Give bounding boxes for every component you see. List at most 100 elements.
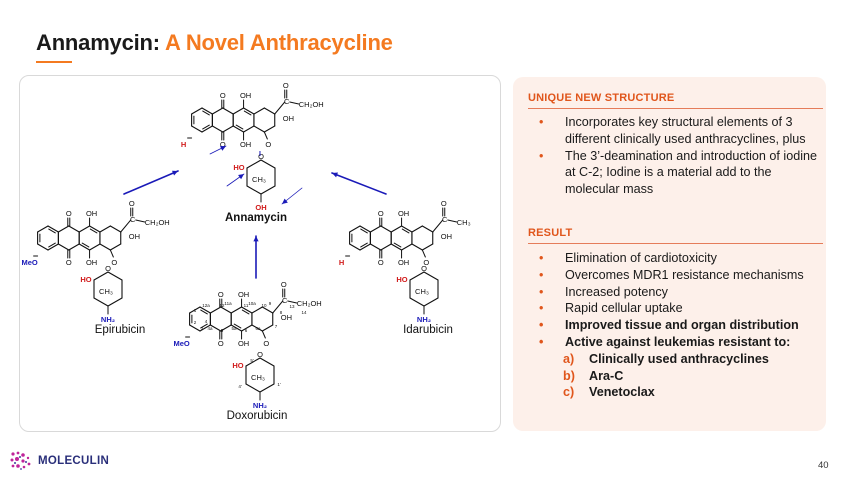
compound-name-idarubicin: Idarubicin (403, 324, 453, 336)
structure-bullet-list: •Incorporates key structural elements of… (528, 114, 818, 198)
ring-bond (261, 324, 274, 332)
sugar-oxygen-label: O (258, 152, 264, 161)
oxygen-label: O (281, 280, 287, 289)
position-number: 4a (207, 326, 213, 331)
double-bond (393, 242, 402, 248)
ring-substituent-label: H (181, 140, 186, 149)
ring-bond (220, 324, 232, 332)
bullet-text: Incorporates key structural elements of … (565, 115, 806, 146)
sugar-ring-bond (93, 297, 109, 307)
resistance-sub-item: c)Venetoclax (528, 384, 818, 401)
sugar-oxygen-label: O (257, 350, 263, 359)
hydroxyl-label: OH (283, 114, 294, 123)
position-number: 1 (194, 308, 197, 313)
sub-item-letter: c) (563, 385, 575, 400)
bullet-marker: • (539, 334, 544, 349)
bullet-text: Increased potency (565, 284, 668, 299)
compound-name-epirubicin: Epirubicin (95, 324, 146, 336)
bullet-marker: • (539, 251, 544, 265)
sugar-ring-bond (259, 357, 275, 367)
position-number: 1' (277, 382, 281, 387)
sugar-substituent-label: OH (255, 203, 266, 212)
double-bond (89, 228, 98, 234)
methyl-label: CH₃ (252, 175, 266, 184)
ring-bond (232, 107, 245, 115)
side-chain-bond (432, 219, 444, 233)
position-number: 11a (224, 301, 232, 306)
arrow-epirubicin (123, 170, 179, 195)
bullet-text: The 3’-deamination and introduction of i… (565, 148, 818, 197)
compound-name-doxorubicin: Doxorubicin (227, 410, 288, 422)
double-bond (401, 228, 410, 234)
position-number: 11 (244, 303, 249, 308)
moleculin-logo: MOLECULIN (9, 450, 119, 472)
side-chain-label: CH₂OH (299, 100, 324, 109)
ring-bond (189, 306, 201, 314)
arrow-epirubicin-head (172, 170, 178, 176)
oxygen-label: O (66, 258, 72, 267)
ring-bond (421, 243, 434, 251)
hydroxyl-label: OH (129, 232, 140, 241)
ring-bond (47, 243, 59, 251)
bullet-text: Active against leukemias resistant to: (565, 334, 791, 349)
ring-bond (411, 243, 423, 251)
position-number: 12a (202, 303, 210, 308)
ring-bond (251, 324, 263, 332)
structure-bullet: •Incorporates key structural elements of… (528, 114, 818, 148)
ring-bond (222, 107, 234, 115)
ring-bond (211, 125, 224, 133)
ring-bond (369, 225, 382, 233)
result-bullet: •Rapid cellular uptake (528, 300, 818, 317)
ring-bond (201, 125, 213, 133)
hydroxyl-label: OH (398, 258, 409, 267)
position-number: 4 (205, 319, 208, 324)
sugar-ring-bond (245, 383, 261, 393)
ring-bond (411, 225, 423, 233)
position-number: 3 (201, 326, 204, 331)
carbon-label: C (442, 215, 448, 224)
sugar-ring-bond (246, 185, 262, 195)
glycosidic-bond (261, 330, 266, 339)
side-chain-label: CH₃ (457, 218, 471, 227)
arrow-ho-pointer-head (238, 174, 244, 180)
ring-bond (57, 243, 70, 251)
position-number: 5a (231, 326, 237, 331)
info-panel: UNIQUE NEW STRUCTURE •Incorporates key s… (513, 77, 826, 431)
ring-bond (380, 225, 392, 233)
result-bullet: • Elimination of cardiotoxicity (528, 250, 818, 267)
side-chain-bond (272, 300, 284, 314)
ring-bond (37, 243, 49, 251)
oxygen-label: O (263, 339, 269, 348)
double-bond (48, 242, 56, 248)
ring-bond (189, 324, 201, 332)
resistance-sub-item: a)Clinically used anthracyclines (528, 351, 818, 368)
carbon-label: C (282, 296, 288, 305)
sugar-ring-bond (93, 271, 109, 281)
double-bond (48, 228, 56, 234)
position-number: 6a (255, 326, 261, 331)
hydroxyl-label: OH (86, 258, 97, 267)
position-number: 10 (261, 303, 267, 308)
oxygen-label: O (129, 199, 135, 208)
structure-diagram: OOOHOHHCOCH₂OHOHOOCH₃HOOHIAnnamycinOOOHO… (21, 81, 471, 422)
sugar-ring-bond (260, 159, 276, 169)
oxygen-label: O (265, 140, 271, 149)
ring-bond (57, 225, 70, 233)
ring-substituent-label: H (339, 258, 344, 267)
oxygen-label: O (66, 209, 72, 218)
hydroxyl-label: OH (398, 209, 409, 218)
oxygen-label: O (283, 81, 289, 90)
side-chain-bond (120, 219, 132, 233)
oxygen-label: O (220, 91, 226, 100)
bullet-text: Elimination of cardiotoxicity (565, 251, 717, 265)
double-bond (202, 124, 210, 130)
sugar-substituent-label: NH₂ (417, 315, 431, 324)
title-part1: Annamycin: (36, 30, 160, 55)
ring-bond (211, 107, 224, 115)
ring-bond (369, 243, 382, 251)
oxygen-label: O (423, 258, 429, 267)
oxygen-label: O (111, 258, 117, 267)
double-bond (235, 124, 244, 130)
methyl-label: CH₃ (251, 373, 265, 382)
ring-bond (191, 125, 203, 133)
